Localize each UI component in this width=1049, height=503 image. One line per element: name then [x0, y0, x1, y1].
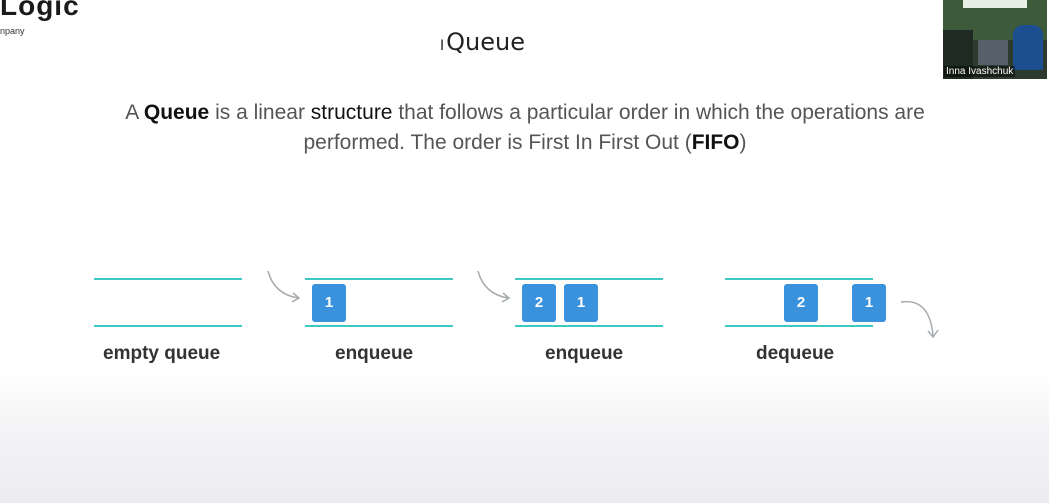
queue-bottom-line [94, 325, 242, 327]
diagram-label: enqueue [545, 343, 624, 364]
queue-top-line [94, 278, 242, 280]
desc-text: A [125, 101, 144, 124]
desc-text: is a linear [209, 101, 311, 124]
slide-title-text: Queue [446, 28, 525, 56]
queue-item: 1 [312, 284, 346, 322]
queue-bottom-line [725, 325, 873, 327]
desc-text: ) [739, 131, 747, 154]
curved-arrow-icon [900, 300, 939, 339]
company-logo: Logic [0, 0, 80, 21]
company-logo-subtitle: npany [0, 26, 25, 36]
curved-arrow-icon [267, 270, 301, 303]
diagram-label: enqueue [335, 343, 414, 364]
curved-arrow-icon [477, 270, 511, 303]
participant-video-thumbnail[interactable]: Inna Ivashchuk [943, 0, 1047, 79]
slide-title: IQueue [440, 28, 525, 56]
diagram-label: empty queue [103, 343, 221, 364]
video-monitor-shape [978, 40, 1008, 65]
queue-bottom-line [305, 325, 453, 327]
video-ceiling-light [963, 0, 1027, 8]
queue-item: 2 [784, 284, 818, 322]
desc-queue-term: Queue [143, 101, 210, 124]
participant-name: Inna Ivashchuk [944, 66, 1016, 77]
text-cursor-icon: I [440, 38, 445, 54]
desc-fifo-term: FIFO [691, 131, 740, 154]
queue-top-line [305, 278, 453, 280]
queue-item: 1 [564, 284, 598, 322]
desc-structure-term: structure [310, 101, 393, 124]
queue-top-line [725, 278, 873, 280]
video-person-shape [943, 30, 973, 79]
desc-text: that follows a particular order in which… [303, 101, 925, 154]
video-person-shape [1013, 25, 1043, 70]
queue-item-exiting: 1 [852, 284, 886, 322]
slide-description: A Queue is a linear structure that follo… [120, 98, 930, 158]
queue-item: 2 [522, 284, 556, 322]
queue-bottom-line [515, 325, 663, 327]
queue-top-line [515, 278, 663, 280]
diagram-label: dequeue [756, 343, 835, 364]
